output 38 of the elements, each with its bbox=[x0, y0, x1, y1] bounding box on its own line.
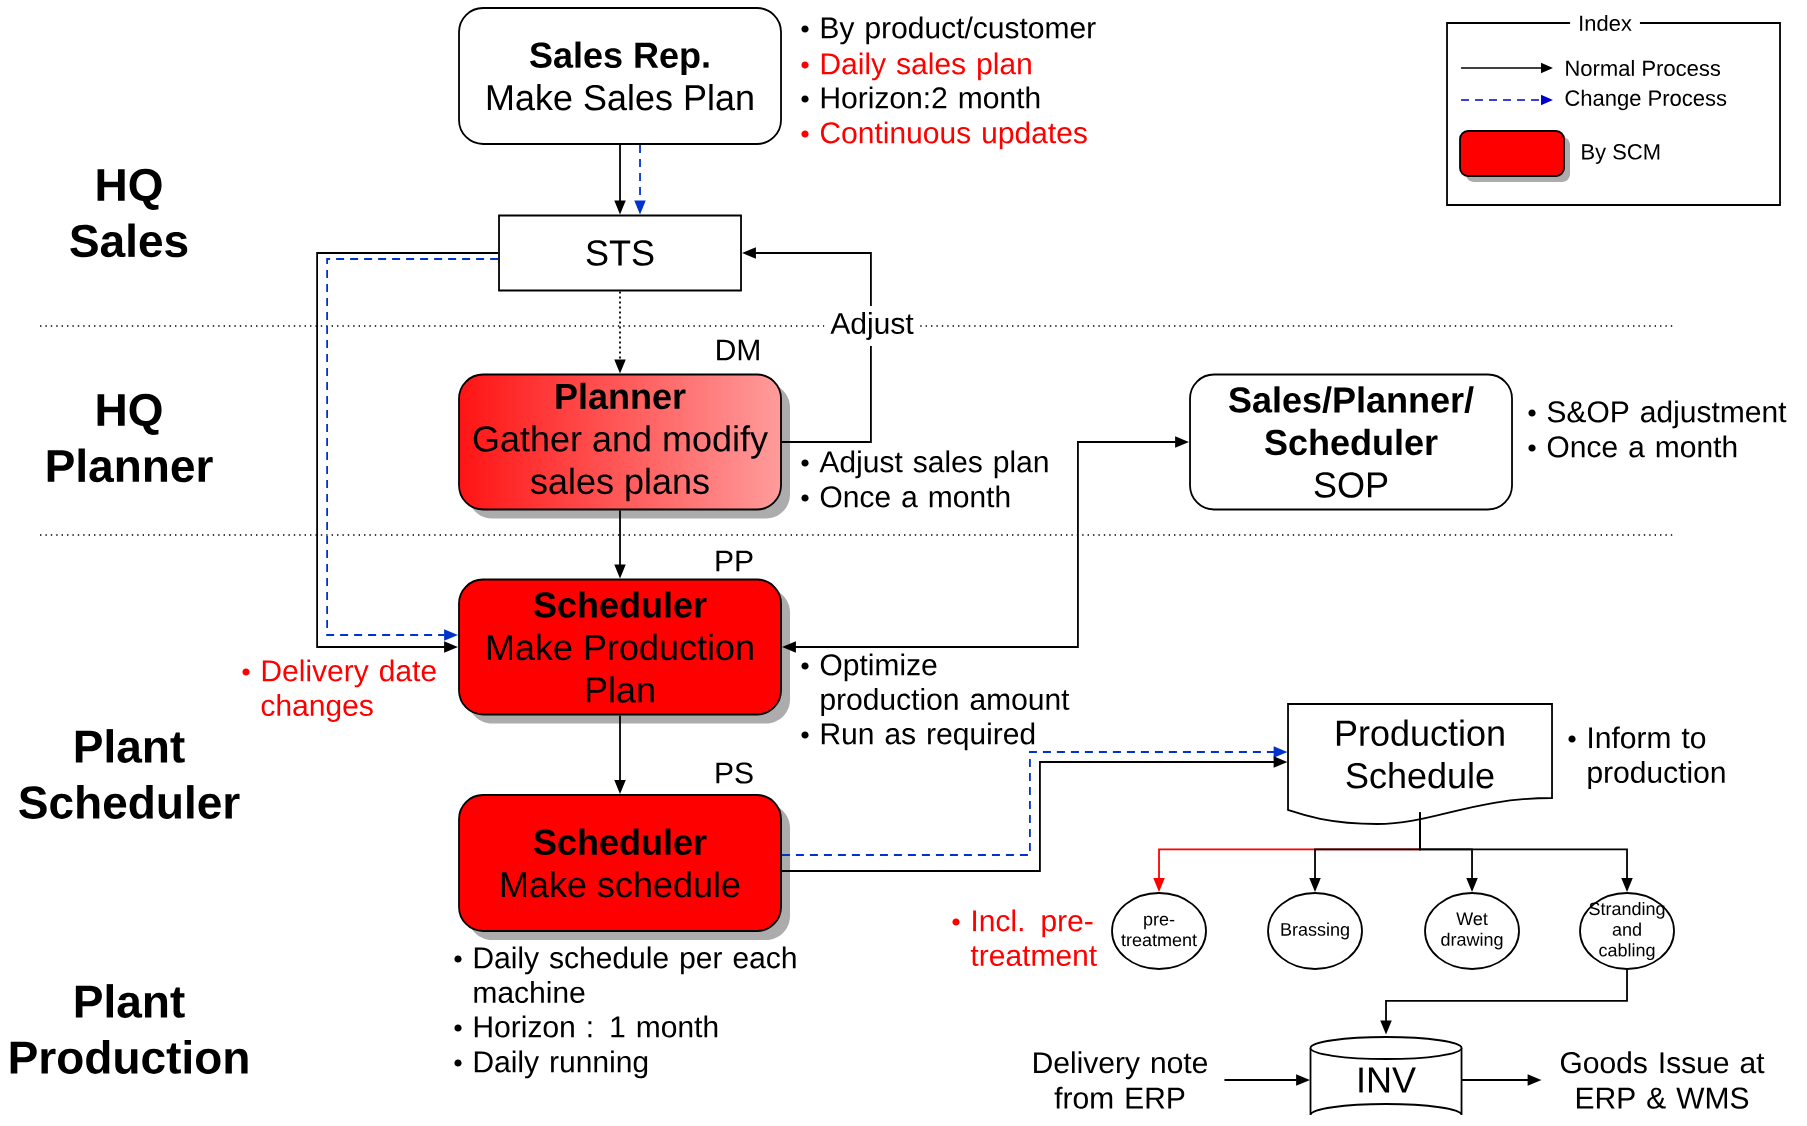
bullet-text: Delivery date changes bbox=[242, 659, 436, 722]
edge-label: Adjust bbox=[824, 306, 920, 346]
legend-label: By SCM bbox=[1582, 144, 1660, 164]
process-box: Scheduler Make Production Plan bbox=[458, 578, 790, 724]
lane-label: Plant Production bbox=[10, 984, 248, 1074]
bullet-text: Inform to production bbox=[1568, 726, 1725, 789]
bullet-text: Horizon : 1 month bbox=[454, 1015, 718, 1038]
bullet-text: Once a month bbox=[801, 485, 1010, 508]
bullet-text: Optimize production amount bbox=[801, 653, 1070, 716]
node-tag: PP bbox=[716, 550, 753, 572]
legend-label: Normal Process bbox=[1566, 59, 1721, 77]
bullet-text: Run as required bbox=[801, 722, 1035, 751]
bullet-text: Adjust sales plan bbox=[801, 450, 1048, 479]
process-box: Sales Rep. Make Sales Plan bbox=[458, 7, 782, 145]
node-tag: PS bbox=[716, 762, 753, 784]
bullet-text: Continuous updates bbox=[801, 121, 1087, 150]
process-box: Planner Gather and modify sales plans bbox=[458, 373, 790, 519]
node-label: INV bbox=[1359, 1067, 1416, 1093]
lane-label: HQ Sales bbox=[70, 168, 188, 258]
flow-text: Delivery note from ERP bbox=[1034, 1051, 1207, 1109]
legend-title: Index bbox=[1570, 6, 1640, 40]
process-box: Scheduler Make schedule bbox=[458, 794, 790, 940]
process-box: Sales/Planner/ Scheduler SOP bbox=[1189, 373, 1513, 511]
bullet-text: Daily running bbox=[454, 1050, 648, 1079]
bullet-text: Daily sales plan bbox=[801, 52, 1031, 81]
database-cylinder: INV bbox=[1309, 1036, 1463, 1116]
node-tag: DM bbox=[717, 339, 759, 361]
bullet-text: Incl. pre-treatment bbox=[952, 909, 1097, 967]
lane-label: Plant Scheduler bbox=[19, 729, 240, 819]
flow-text: Goods Issue at ERP & WMS bbox=[1560, 1051, 1765, 1109]
bullet-text: By product/customer bbox=[801, 16, 1096, 45]
legend-label: Change Process bbox=[1565, 89, 1727, 111]
bullet-text: S&OP adjustment bbox=[1528, 400, 1787, 429]
process-box: STS bbox=[498, 214, 742, 292]
bullet-text: Daily schedule per each machine bbox=[454, 946, 796, 1004]
lane-label: HQ Planner bbox=[47, 393, 213, 483]
bullet-text: Once a month bbox=[1528, 435, 1737, 458]
bullet-text: Horizon:2 month bbox=[801, 86, 1040, 109]
